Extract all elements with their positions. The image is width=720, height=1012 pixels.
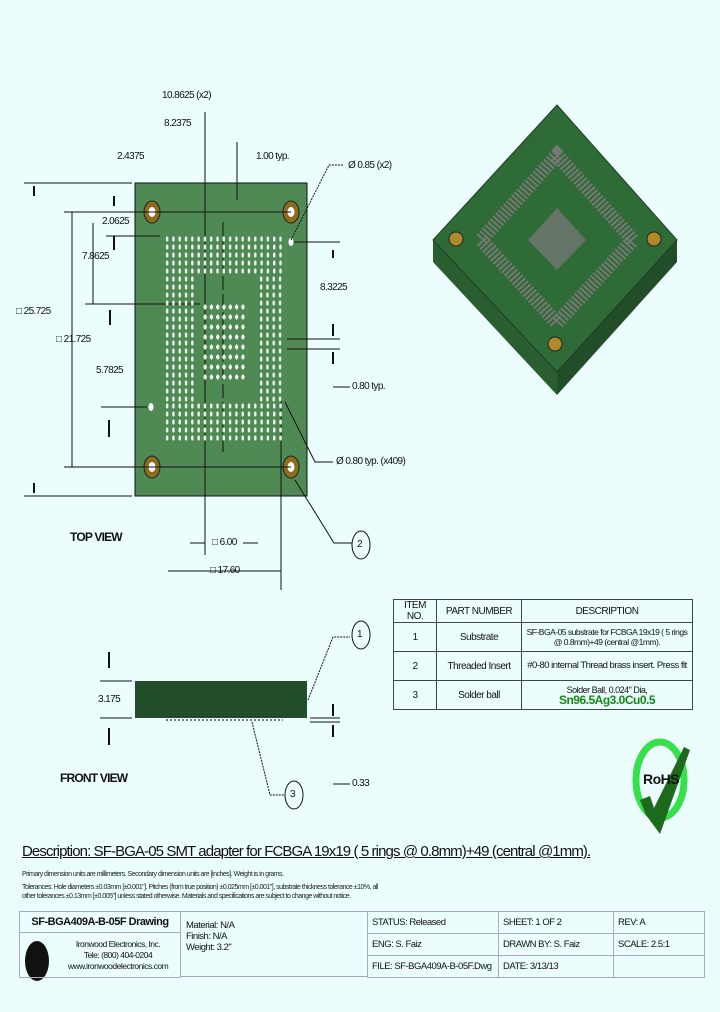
dim-21-725: □ 21.725 xyxy=(56,334,91,345)
drawn-by: DRAWN BY: S. Faiz xyxy=(498,933,614,956)
material: Material: N/A xyxy=(186,920,235,931)
dim-7-8625: 7.8625 xyxy=(82,251,110,262)
title-block-right: STATUS: Released SHEET: 1 OF 2 REV: A EN… xyxy=(367,911,705,978)
engineer: ENG: S. Faiz xyxy=(367,933,499,956)
pad-block-top xyxy=(164,235,283,275)
alloy-highlight: Sn96.5Ag3.0Cu0.5 xyxy=(558,692,656,707)
dim-0-33: 0.33 xyxy=(352,778,370,789)
bom-row: 3 Solder ball Solder Ball, 0.024" Dia, S… xyxy=(393,680,693,710)
company-phone: Tele: (800) 404-0204 xyxy=(83,949,153,960)
balloon-2 xyxy=(351,530,371,560)
bom-table: ITEM NO. PART NUMBER DESCRIPTION 1 Subst… xyxy=(393,599,693,710)
company-name: Ironwood Electronics, Inc. xyxy=(75,938,161,949)
dim-17-60: □ 17.60 xyxy=(210,565,240,576)
isometric-view xyxy=(432,104,678,395)
dim-5-7825: 5.7825 xyxy=(96,365,124,376)
material-block: Material: N/A Finish: N/A Weight: 3.2" xyxy=(181,911,367,977)
front-view-label: FRONT VIEW xyxy=(60,771,128,785)
balloon-3-label: 3 xyxy=(290,789,296,800)
bom-part: Threaded Insert xyxy=(436,651,522,681)
alignment-hole xyxy=(148,403,154,411)
file-name: FILE: SF-BGA409A-B-05F.Dwg xyxy=(367,955,499,978)
dim-1-00-typ: 1.00 typ. xyxy=(256,151,290,162)
bom-item: 3 xyxy=(393,680,437,710)
balloon-3 xyxy=(284,780,304,810)
dim-3-175: 3.175 xyxy=(98,694,121,705)
rohs-label: RoHS xyxy=(643,771,680,787)
drawing-title: SF-BGA409A-B-05F Drawing xyxy=(19,911,181,933)
bom-item: 1 xyxy=(393,622,437,652)
dim-8-2375: 8.2375 xyxy=(164,118,192,129)
bom-desc: SF-BGA-05 substrate for FCBGA 19x19 ( 5 … xyxy=(521,622,693,652)
description-title: Description: SF-BGA-05 SMT adapter for F… xyxy=(22,843,591,860)
dim-pad-0-80: Ø 0.80 typ. (x409) xyxy=(336,456,406,467)
bom-part: Substrate xyxy=(436,622,522,652)
dim-8-3225: 8.3225 xyxy=(320,282,348,293)
top-view-label: TOP VIEW xyxy=(70,530,123,544)
dim-25-725: □ 25.725 xyxy=(16,306,51,317)
date: DATE: 3/13/13 xyxy=(498,955,614,978)
bom-item: 2 xyxy=(393,651,437,681)
weight: Weight: 3.2" xyxy=(186,942,232,953)
empty-cell xyxy=(613,955,705,978)
bom-header-item: ITEM NO. xyxy=(393,599,437,623)
company-website: www.ironwoodelectronics.com xyxy=(67,960,169,971)
finish: Finish: N/A xyxy=(186,931,227,942)
front-view-board xyxy=(135,681,307,718)
title-block-left: SF-BGA409A-B-05F Drawing Ironwood Electr… xyxy=(19,911,181,978)
status: STATUS: Released xyxy=(367,911,499,934)
scale: SCALE: 2.5:1 xyxy=(613,933,705,956)
balloon-1-label: 1 xyxy=(357,629,363,640)
pad-block-center xyxy=(202,302,246,384)
alignment-hole xyxy=(288,238,294,246)
sheet: SHEET: 1 OF 2 xyxy=(498,911,614,934)
bom-desc-text: Solder Ball, 0.024" Dia, xyxy=(566,684,648,695)
bom-row: 2 Threaded Insert #0-80 internal Thread … xyxy=(393,651,693,681)
note-tolerances: Tolerances: Hole diameters ±0.03mm [±0.0… xyxy=(22,884,378,891)
dim-10-8625: 10.8625 (x2) xyxy=(162,90,212,101)
bom-row: 1 Substrate SF-BGA-05 substrate for FCBG… xyxy=(393,622,693,652)
pad-block-left xyxy=(164,275,196,402)
note-tolerances-2: other tolerances ±0.13mm [±0.005"] unles… xyxy=(22,893,351,900)
bom-desc: #0-80 internal Thread brass insert. Pres… xyxy=(521,651,693,681)
balloon-1 xyxy=(351,620,371,650)
bom-header-part: PART NUMBER xyxy=(436,599,522,623)
rev: REV: A xyxy=(613,911,705,934)
balloon-2-label: 2 xyxy=(357,539,363,550)
pad-block-bottom xyxy=(164,402,283,442)
bom-part: Solder ball xyxy=(436,680,522,710)
note-units: Primary dimension units are millimeters.… xyxy=(22,871,284,878)
bom-header-desc: DESCRIPTION xyxy=(521,599,693,623)
dim-2-0625: 2.0625 xyxy=(102,216,130,227)
dim-6-00: □ 6.00 xyxy=(212,537,237,548)
dim-0-80-typ: 0.80 typ. xyxy=(352,381,386,392)
rohs-logo xyxy=(632,738,690,834)
pad-block-right xyxy=(258,275,283,402)
dim-2-4375: 2.4375 xyxy=(117,151,145,162)
dim-hole-0-85: Ø 0.85 (x2) xyxy=(348,160,392,171)
bom-desc: Solder Ball, 0.024" Dia, Sn96.5Ag3.0Cu0.… xyxy=(521,680,693,710)
